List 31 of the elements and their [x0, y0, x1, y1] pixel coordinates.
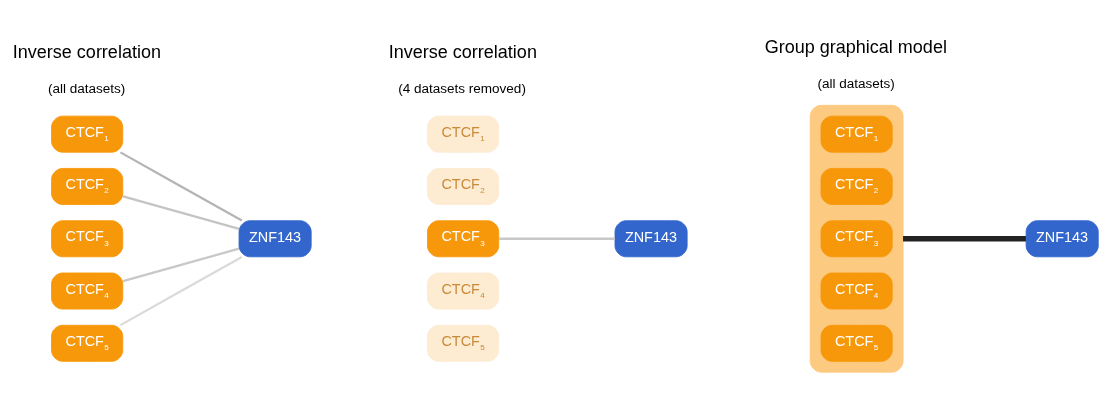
node-box: CTCF$_{4}$: [820, 272, 893, 310]
node-box: CTCF$_{2}$: [820, 168, 893, 205]
node-box: ZNF143: [614, 220, 688, 258]
node-box: CTCF$_{4}$: [427, 272, 500, 310]
node-box: CTCF$_{5}$: [51, 324, 124, 362]
node-box: CTCF$_{2}$: [51, 168, 124, 205]
node-box: CTCF$_{3}$: [427, 220, 500, 258]
node-box: ZNF143: [238, 220, 312, 258]
node-box: CTCF$_{5}$: [820, 324, 893, 362]
connector: [119, 255, 243, 327]
node-box: CTCF$_{1}$: [820, 115, 893, 153]
label: Group graphical model: [764, 37, 947, 58]
connector: [122, 247, 240, 283]
label: (all datasets): [47, 81, 126, 97]
node-box: CTCF$_{2}$: [427, 168, 500, 205]
node-box: CTCF$_{3}$: [820, 220, 893, 258]
label: Inverse correlation: [388, 42, 537, 63]
connector: [119, 151, 243, 222]
node-box: CTCF$_{1}$: [51, 115, 124, 153]
label: Inverse correlation: [12, 42, 161, 63]
node-box: ZNF143: [1025, 220, 1099, 258]
label: (all datasets): [817, 75, 895, 91]
connector: [122, 195, 240, 230]
connector: [903, 236, 1026, 242]
node-box: CTCF$_{1}$: [427, 115, 500, 153]
connector: [499, 237, 615, 240]
node-box: CTCF$_{4}$: [51, 272, 124, 310]
label: (4 datasets removed): [398, 81, 526, 97]
cluster: [809, 104, 904, 373]
node-box: CTCF$_{5}$: [427, 324, 500, 362]
node-box: CTCF$_{3}$: [51, 220, 124, 258]
